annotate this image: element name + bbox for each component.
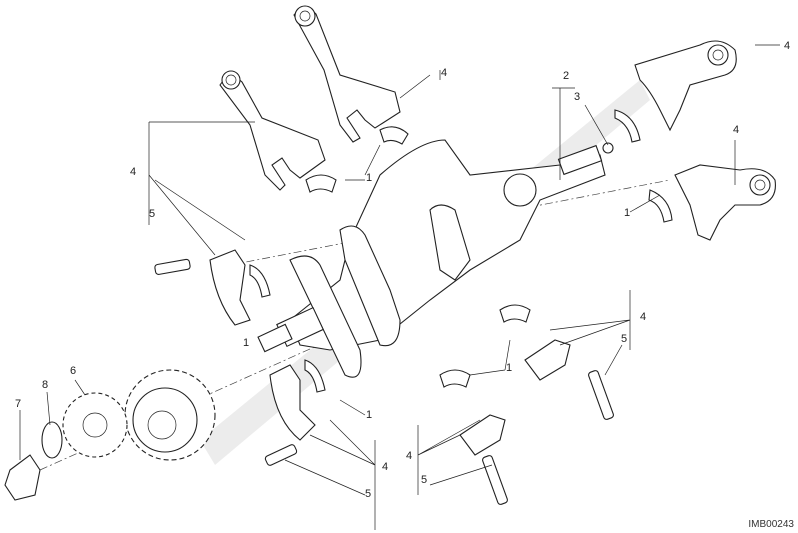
connecting-rod-right-top	[634, 40, 737, 132]
callout-label: 4	[733, 124, 740, 136]
connecting-rod-center	[293, 5, 401, 143]
bearing-shell	[305, 174, 337, 193]
rod-cap	[459, 414, 506, 456]
callout-label: 1	[624, 207, 631, 219]
main-bearing-cap	[209, 249, 251, 326]
bearing-shell	[499, 304, 531, 323]
crankshaft	[257, 139, 606, 378]
callout-label: 4	[441, 67, 448, 79]
sprocket	[62, 392, 128, 458]
bearing-shell	[379, 126, 409, 145]
bolt	[588, 370, 614, 420]
plug	[602, 142, 614, 154]
nut	[4, 454, 41, 501]
callout-label: 1	[243, 337, 250, 349]
callout-label: 4	[130, 166, 137, 178]
leader-lines	[19, 44, 780, 530]
callout-label: 4	[406, 450, 413, 462]
bolt	[154, 258, 191, 275]
callout-label: 7	[15, 398, 22, 410]
bolt	[482, 455, 508, 505]
gear-hub	[132, 387, 198, 453]
callout-label: 5	[621, 333, 628, 345]
rod-cap	[524, 339, 571, 381]
bearing-shell	[304, 359, 326, 393]
bearing-shell	[614, 109, 641, 143]
bolt	[264, 444, 298, 466]
callout-label: 5	[421, 474, 428, 486]
callout-label: 2	[563, 70, 570, 82]
drawing-code: IMB00243	[748, 519, 794, 530]
main-bearing-cap	[269, 364, 316, 441]
callout-label: 6	[70, 365, 77, 377]
callout-label: 1	[366, 172, 373, 184]
washer	[41, 421, 63, 459]
callout-label: 5	[365, 488, 372, 500]
callout-label: 1	[506, 362, 513, 374]
bearing-shell	[249, 264, 271, 298]
connecting-rod-left	[219, 70, 326, 191]
callout-label: 4	[382, 461, 389, 473]
callout-label: 1	[366, 409, 373, 421]
callout-label: 5	[149, 208, 156, 220]
callout-label: 3	[574, 91, 581, 103]
bearing-shell	[439, 369, 471, 388]
callout-label: 4	[640, 311, 647, 323]
bearing-shell	[648, 189, 673, 223]
connecting-rod-right	[674, 164, 776, 241]
callout-label: 8	[42, 379, 49, 391]
callout-label: 4	[784, 40, 791, 52]
